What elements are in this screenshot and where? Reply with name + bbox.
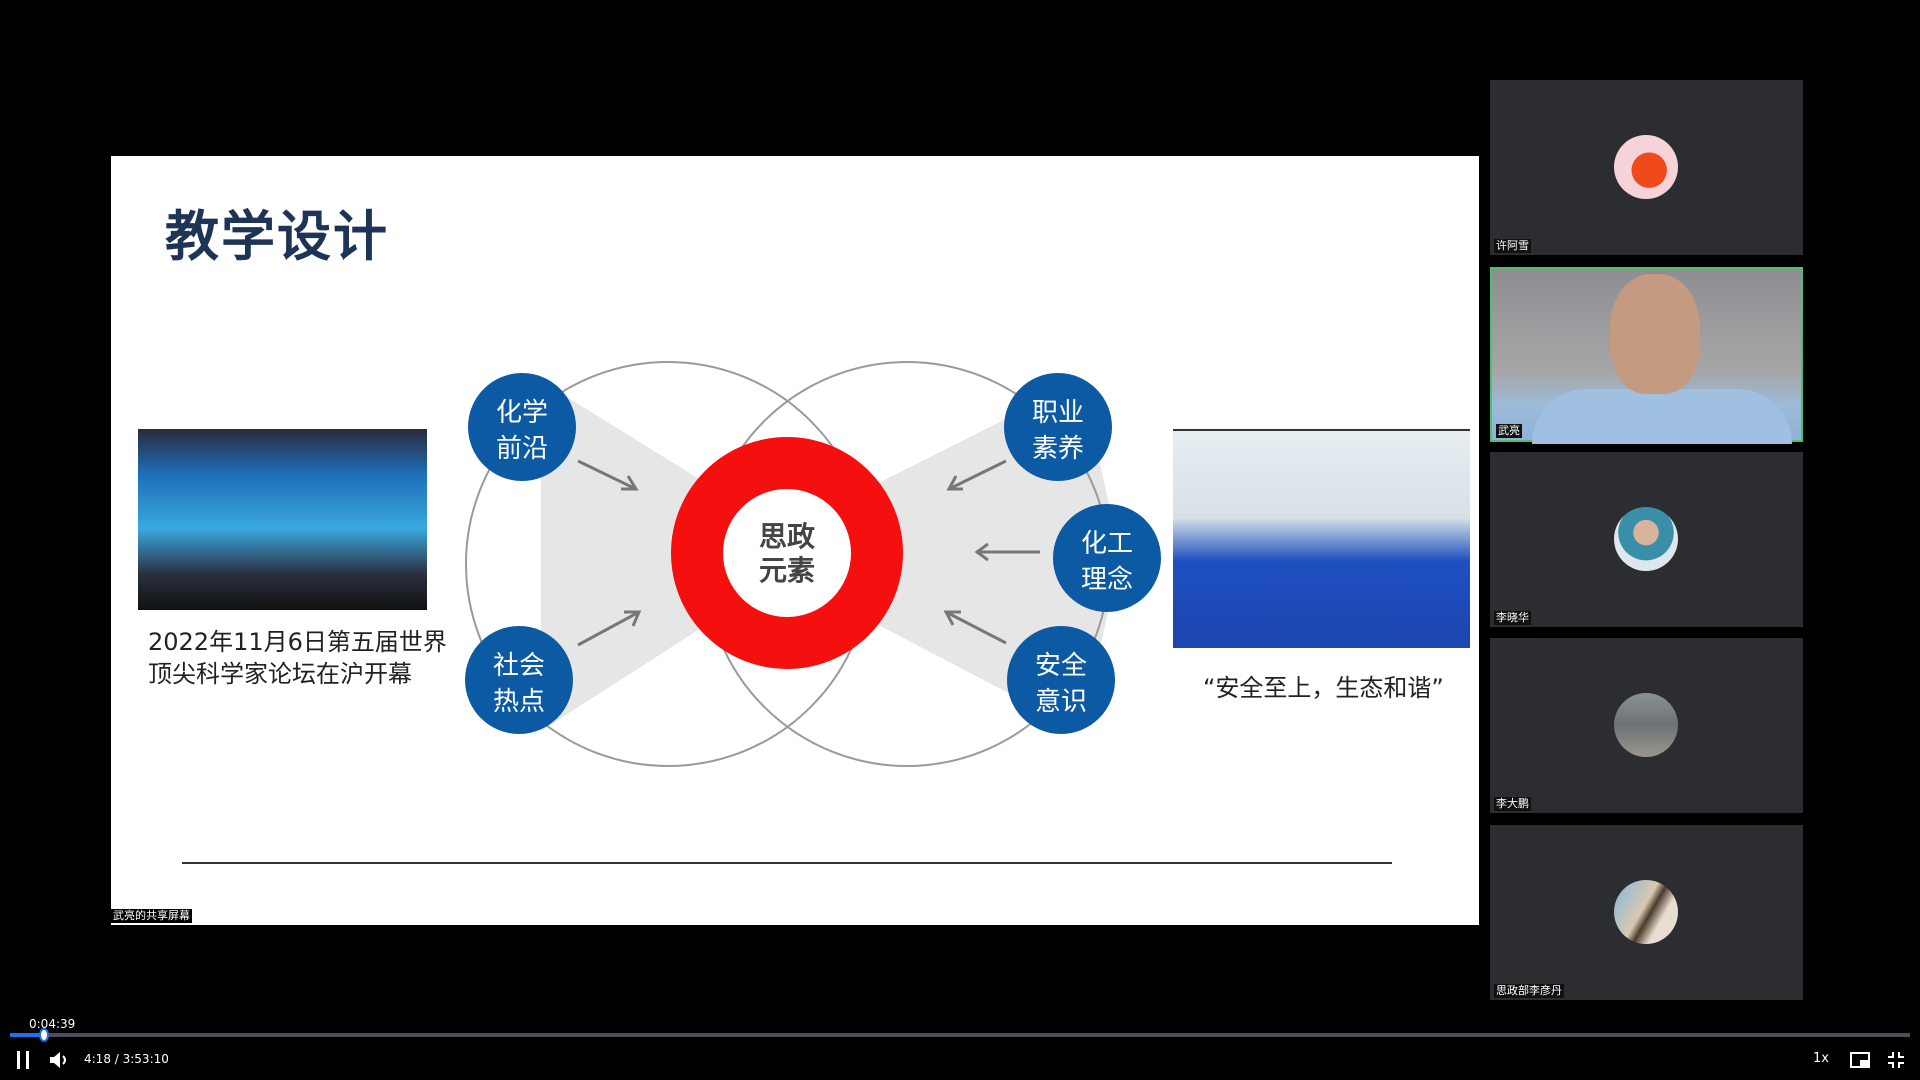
participant-name: 武亮 [1496,424,1522,438]
center-text: 思政 [759,520,815,553]
center-ring [671,437,903,669]
bubble-chem-concept [1053,504,1161,612]
caption-line: 2022年11月6日第五届世界 [148,628,447,656]
forum-photo [138,429,427,610]
exit-fullscreen-icon [1888,1052,1904,1068]
pause-icon [17,1051,29,1069]
seek-bar[interactable] [10,1028,1910,1042]
bubble-text: 安全 [1035,651,1087,681]
bubble-text: 职业 [1032,398,1084,428]
seek-thumb[interactable] [39,1028,50,1042]
workers-photo [1173,429,1470,648]
safety-quote: “安全至上，生态和谐” [1203,674,1444,702]
bubble-text: 化工 [1081,529,1133,559]
bubble-chem-frontier [468,373,576,481]
time-display: 4:18 / 3:53:10 [84,1052,169,1066]
bubble-text: 理念 [1081,565,1133,595]
playback-speed-button[interactable]: 1x [1813,1051,1829,1066]
seek-progress [10,1033,45,1037]
exit-fullscreen-button[interactable] [1885,1050,1907,1070]
bubble-professional [1004,373,1112,481]
participant-name: 李大鹏 [1494,797,1531,811]
volume-icon [50,1052,66,1068]
participant-tile[interactable]: 李晓华 [1490,452,1803,627]
bubble-text: 社会 [493,651,545,681]
participant-name: 思政部李彦丹 [1494,984,1564,998]
participant-tile[interactable]: 许阿雪 [1490,80,1803,255]
avatar [1614,507,1678,571]
bubble-safety [1007,626,1115,734]
forum-caption: 2022年11月6日第五届世界 顶尖科学家论坛在沪开幕 [148,626,447,690]
arrows [577,459,1040,647]
arrow-icon [974,542,1040,562]
shared-slide: 化学 前沿 社会 热点 职业 素养 化工 理念 安全 意识 思政 元素 教学设计… [111,156,1479,925]
bubble-text: 前沿 [496,434,548,464]
arrow-icon [946,459,1007,491]
slide-title: 教学设计 [165,205,389,268]
avatar [1614,880,1678,944]
bubble-text: 素养 [1032,434,1084,464]
picture-in-picture-button[interactable] [1849,1050,1871,1070]
participant-name: 李晓华 [1494,611,1531,625]
bubble-text: 意识 [1035,687,1087,717]
video-feed-face [1610,274,1700,394]
screen-share-label: 武亮的共享屏幕 [111,909,192,923]
picture-in-picture-icon [1850,1052,1870,1068]
diagram: 化学 前沿 社会 热点 职业 素养 化工 理念 安全 意识 思政 元素 [182,361,1392,864]
bubble-social-hotspot [465,626,573,734]
center-text: 元素 [759,554,815,587]
bubble-text: 热点 [493,687,545,717]
video-feed [1532,389,1792,444]
caption-line: 顶尖科学家论坛在沪开幕 [148,660,412,688]
bubbles [465,373,1161,734]
participant-tile[interactable]: 思政部李彦丹 [1490,825,1803,1000]
participant-name: 许阿雪 [1494,239,1531,253]
arrow-icon [577,459,639,491]
volume-button[interactable] [48,1050,70,1070]
participant-tile-active-speaker[interactable]: 武亮 [1490,267,1803,444]
seek-hover-time: 0:04:39 [29,1017,76,1031]
avatar [1614,693,1678,757]
bubble-text: 化学 [496,398,548,428]
participant-tile[interactable]: 李大鹏 [1490,638,1803,813]
arrow-icon [577,610,642,647]
arrow-icon [943,610,1007,645]
pause-button[interactable] [12,1050,34,1070]
avatar [1614,135,1678,199]
